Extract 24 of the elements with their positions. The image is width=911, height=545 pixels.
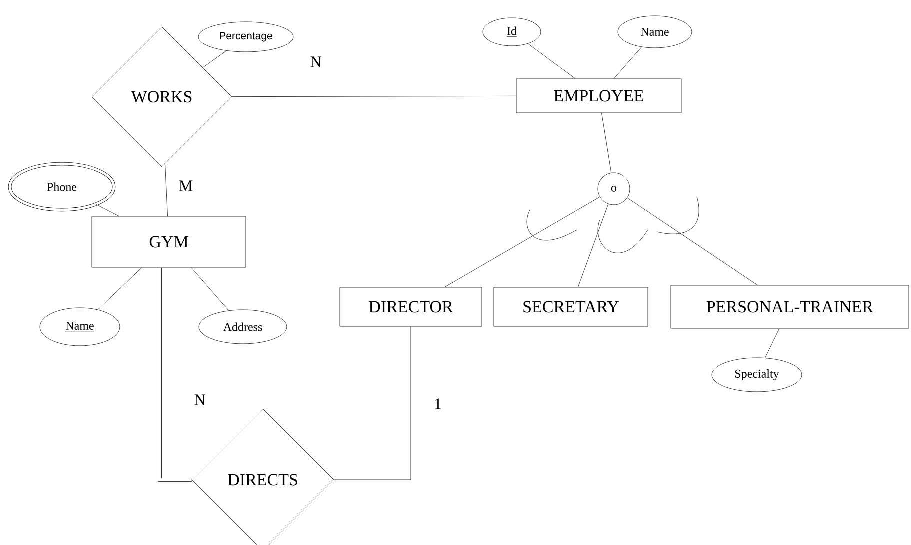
cardinality-label: N xyxy=(310,56,322,68)
connector-line xyxy=(602,113,612,174)
entity-box: GYM xyxy=(92,216,246,268)
connector-line xyxy=(191,268,230,311)
entity-box: DIRECTOR xyxy=(340,287,482,327)
entity-box: PERSONAL-TRAINER xyxy=(670,285,910,329)
connector-line xyxy=(578,204,609,288)
cardinality-label: N xyxy=(194,394,206,406)
connector-line xyxy=(165,164,168,216)
connector-line xyxy=(614,46,642,79)
connector-line xyxy=(96,204,120,216)
connector-line xyxy=(765,328,780,358)
entity-box: EMPLOYEE xyxy=(516,78,682,114)
connector-line xyxy=(98,268,142,310)
cardinality-label: M xyxy=(179,180,193,192)
connector-line xyxy=(528,44,576,79)
entity-box: SECRETARY xyxy=(494,287,648,327)
connector-line xyxy=(444,196,600,288)
connector-line xyxy=(232,96,516,98)
cardinality-label: 1 xyxy=(435,398,442,410)
connector-line xyxy=(627,198,758,286)
connector-line xyxy=(202,50,227,68)
connector-line xyxy=(334,326,412,480)
connector-line xyxy=(158,268,192,482)
